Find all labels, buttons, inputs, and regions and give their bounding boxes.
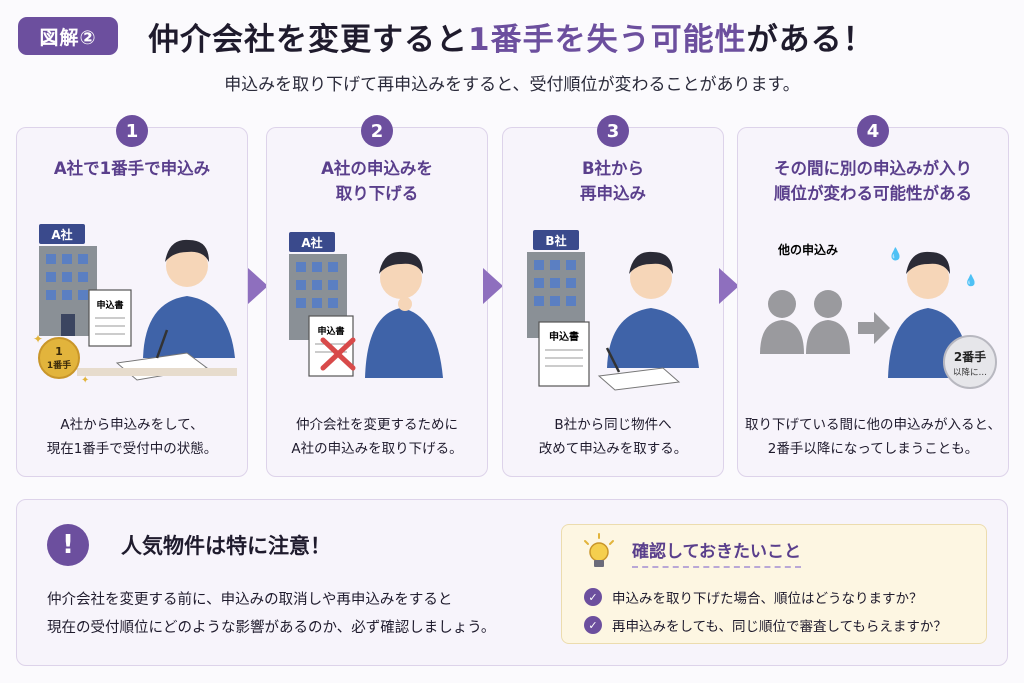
figure-badge: 図解② [18, 17, 118, 55]
step-title: A社の申込みを 取り下げる [267, 156, 487, 206]
title-highlight: 1番手を失う可能性 [468, 22, 747, 58]
step-title-line: 再申込み [580, 184, 646, 203]
person-hair [906, 251, 950, 274]
step-arrow-icon [483, 268, 503, 304]
people-silhouette-icon [760, 290, 850, 354]
cross-icon [320, 337, 356, 371]
person-face [166, 245, 208, 287]
rank-label: 2番手 [954, 349, 986, 364]
title-pre: 仲介会社を変更すると [148, 22, 468, 58]
document-icon [538, 321, 590, 387]
step-card-2: 2 A社の申込みを 取り下げる A社 申込書 仲介会社を変更するために A社の申… [266, 115, 488, 477]
document-label: 申込書 [549, 330, 579, 343]
person-shirt [143, 296, 235, 358]
step-number: 4 [857, 115, 889, 147]
person-hair [165, 239, 209, 262]
step-number: 2 [361, 115, 393, 147]
person-face [907, 257, 949, 299]
pen-icon [155, 329, 169, 359]
checklist-item: ✓ 申込みを取り下げた場合、順位はどうなりますか？ [584, 587, 923, 607]
step-text-line: 改めて申込みを取する。 [538, 441, 688, 457]
step-text-line: 現在1番手で受付中の状態。 [46, 441, 218, 457]
step-description: A社から申込みをして、 現在1番手で受付中の状態。 [17, 413, 247, 461]
step-text-line: 取り下げている間に他の申込みが入ると、 [745, 417, 1001, 433]
step-number: 1 [116, 115, 148, 147]
person-face [630, 257, 672, 299]
person-shirt [365, 308, 443, 378]
step-title-line: その間に別の申込みが入り [774, 159, 972, 178]
medal-label: 1番手 [47, 359, 71, 371]
step-card-1: 1 A社で1番手で申込み A社 申込書 1 1番手 ✦ ✦ A社から申込み [16, 115, 248, 477]
step-description: B社から同じ物件へ 改めて申込みを取する。 [503, 413, 723, 461]
sparkle-icon: ✦ [81, 375, 89, 386]
document-label: 申込書 [96, 299, 123, 311]
step-title-line: 取り下げる [335, 184, 419, 203]
step-title-line: A社の申込みを [321, 159, 433, 178]
sweat-icon: 💧 [964, 274, 978, 287]
step-title: その間に別の申込みが入り 順位が変わる可能性がある [738, 156, 1008, 206]
step1-illustration: A社 申込書 1 1番手 ✦ ✦ [33, 224, 237, 386]
person-hair [629, 251, 673, 274]
building-sign [289, 232, 335, 252]
step-text-line: 仲介会社を変更するために [296, 417, 458, 433]
step-title: B社から 再申込み [503, 156, 723, 206]
step-number: 3 [597, 115, 629, 147]
checklist-title: 確認しておきたいこと [632, 537, 801, 568]
step2-illustration: A社 申込書 [289, 232, 443, 378]
page-title: 仲介会社を変更すると1番手を失う可能性がある！ [148, 14, 1008, 62]
rank-sublabel: 以降に… [953, 367, 987, 378]
step-title-line: A社で1番手で申込み [53, 159, 211, 178]
note-panel: ! 人気物件は特に注意！ 仲介会社を変更する前に、申込みの取消しや再申込みをする… [16, 499, 1008, 666]
rank-badge [943, 335, 997, 389]
lightbulb-icon [584, 533, 614, 567]
building-label: B社 [545, 233, 566, 248]
pen-icon [605, 347, 621, 373]
step-text-line: A社から申込みをして、 [60, 417, 204, 433]
note-text-line: 現在の受付順位にどのような影響があるのか、必ず確認しましょう。 [47, 620, 496, 636]
step-card-3: 3 B社から 再申込み B社 申込書 B社から同じ物件へ 改めて申込みを取する。 [502, 115, 724, 477]
title-post: がある！ [746, 22, 875, 58]
exclamation-icon: ! [47, 524, 89, 566]
others-label: 他の申込み [777, 242, 838, 257]
medal-rank: 1 [55, 345, 63, 358]
step-text-line: B社から同じ物件へ [554, 417, 672, 433]
step-description: 取り下げている間に他の申込みが入ると、 2番手以降になってしまうことも。 [738, 413, 1008, 461]
step-text-line: A社の申込みを取り下げる。 [291, 441, 463, 457]
note-title: 人気物件は特に注意！ [121, 534, 331, 558]
page-subtitle: 申込みを取り下げて再申込みをすると、受付順位が変わることがあります。 [224, 75, 800, 95]
check-icon: ✓ [584, 616, 602, 634]
building-label: A社 [51, 227, 72, 242]
sparkle-icon: ✦ [33, 332, 43, 346]
step3-illustration: B社 申込書 [527, 230, 699, 391]
note-text-line: 仲介会社を変更する前に、申込みの取消しや再申込みをすると [47, 592, 453, 608]
person-face [380, 257, 422, 299]
building-sign [39, 224, 85, 244]
sweat-icon: 💧 [888, 247, 903, 261]
building-label: A社 [301, 235, 322, 250]
person-hair [379, 251, 423, 274]
checklist-item: ✓ 再申込みをしても、同じ順位で審査してもらえますか？ [584, 615, 947, 635]
step4-illustration: 他の申込み 💧 💧 2番手 以降に… [760, 242, 997, 389]
note-text: 仲介会社を変更する前に、申込みの取消しや再申込みをすると 現在の受付順位にどのよ… [47, 586, 557, 642]
step-card-4: 4 その間に別の申込みが入り 順位が変わる可能性がある 他の申込み 💧 💧 2番… [737, 115, 1009, 477]
step-description: 仲介会社を変更するために A社の申込みを取り下げる。 [267, 413, 487, 461]
building-sign [533, 230, 579, 250]
checklist-item-text: 再申込みをしても、同じ順位で審査してもらえますか？ [612, 619, 947, 635]
step-arrow-icon [248, 268, 268, 304]
medal-icon [38, 337, 80, 379]
arrow-right-icon [858, 312, 890, 344]
checklist-box: 確認しておきたいこと ✓ 申込みを取り下げた場合、順位はどうなりますか？ ✓ 再… [561, 524, 987, 644]
document-label: 申込書 [317, 325, 344, 337]
step-title: A社で1番手で申込み [17, 156, 247, 181]
step-text-line: 2番手以降になってしまうことも。 [767, 441, 979, 457]
check-icon: ✓ [584, 588, 602, 606]
person-shirt [607, 308, 699, 368]
step-arrow-icon [719, 268, 739, 304]
step-title-line: 順位が変わる可能性がある [774, 184, 972, 203]
checklist-item-text: 申込みを取り下げた場合、順位はどうなりますか？ [612, 591, 923, 607]
step-title-line: B社から [581, 159, 645, 178]
